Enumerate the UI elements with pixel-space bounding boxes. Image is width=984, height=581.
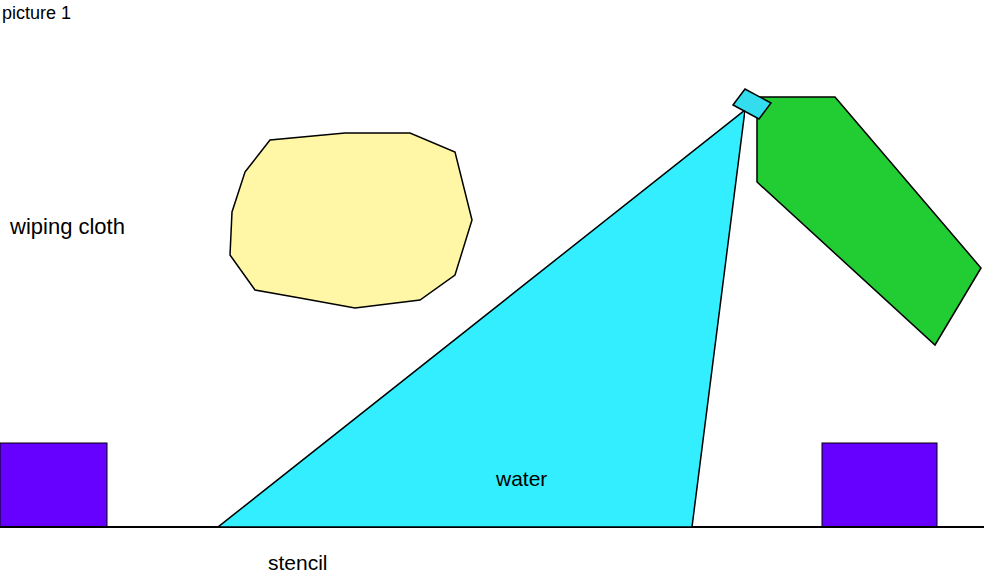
node-outline bbox=[218, 110, 745, 527]
node-label: water bbox=[496, 468, 547, 489]
water-spray-triangle: water bbox=[218, 110, 745, 527]
right-support-block bbox=[822, 443, 937, 527]
left-support-block bbox=[0, 443, 107, 527]
wiping-cloth-shape bbox=[230, 133, 472, 308]
bottle-body bbox=[757, 97, 981, 345]
part-label: stencil bbox=[268, 552, 328, 573]
node-shape bbox=[218, 110, 745, 527]
part-label: wiping cloth bbox=[10, 216, 125, 238]
diagram-title: picture 1 bbox=[2, 4, 71, 22]
